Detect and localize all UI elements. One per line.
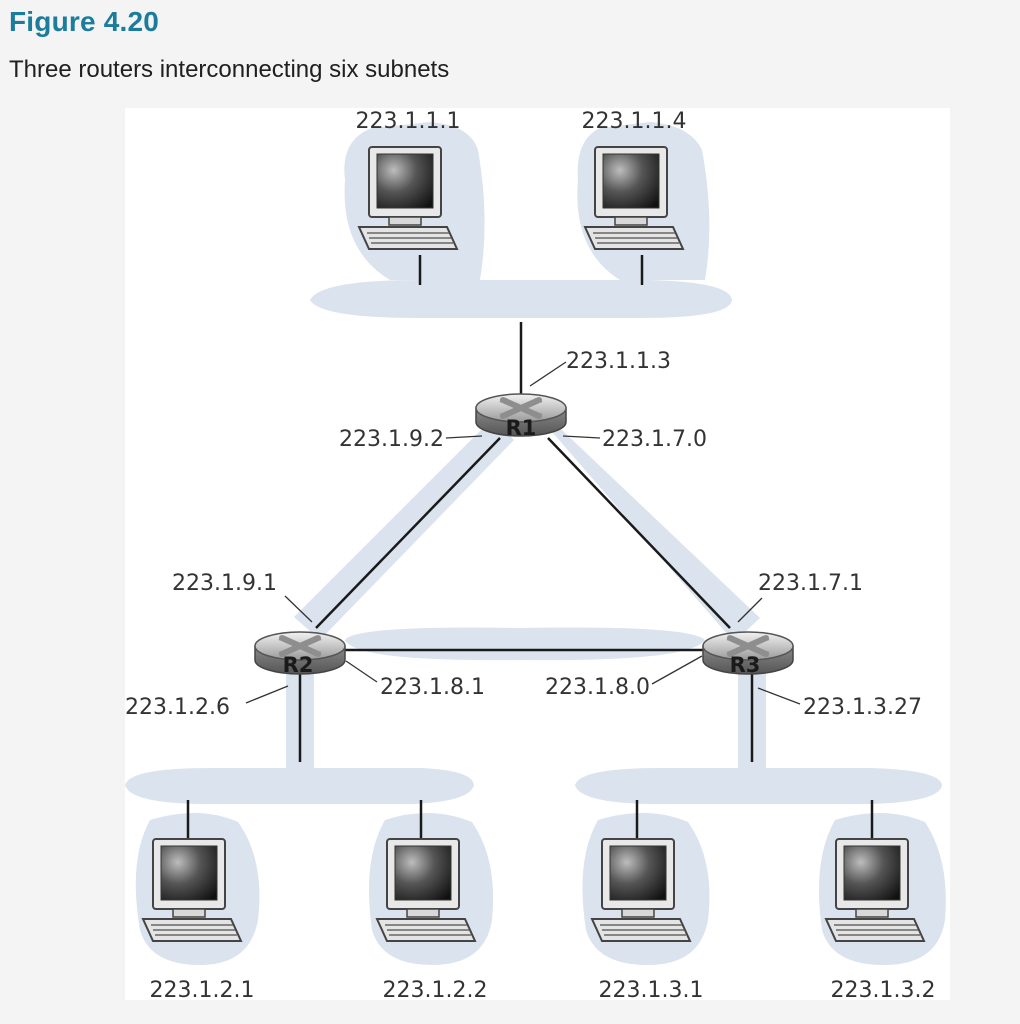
links (186, 255, 874, 838)
iface-r2-lower: 223.1.2.6 (125, 695, 230, 720)
iface-r3-upper: 223.1.7.1 (758, 571, 863, 596)
router-r1-label: R1 (506, 416, 537, 440)
router-r3-label: R3 (730, 653, 761, 677)
iface-r1-left: 223.1.9.2 (339, 427, 444, 452)
host-5-ip: 223.1.3.1 (599, 978, 704, 1003)
iface-r1-top: 223.1.1.3 (566, 349, 671, 374)
host-2-ip: 223.1.1.4 (582, 109, 687, 134)
host-6-ip: 223.1.3.2 (831, 978, 936, 1003)
host-1-ip: 223.1.1.1 (356, 109, 461, 134)
iface-r3-left: 223.1.8.0 (545, 675, 650, 700)
router-r2-label: R2 (283, 653, 314, 677)
label-leaders (245, 361, 801, 705)
host-3-ip: 223.1.2.1 (150, 978, 255, 1003)
host-4-ip: 223.1.2.2 (383, 978, 488, 1003)
iface-r2-right: 223.1.8.1 (380, 675, 485, 700)
iface-r2-upper: 223.1.9.1 (172, 571, 277, 596)
diagram-canvas (125, 108, 950, 1000)
iface-r3-lower: 223.1.3.27 (803, 695, 922, 720)
figure-title: Figure 4.20 (9, 6, 160, 37)
link-r1-r3 (547, 437, 731, 629)
figure-caption: Three routers interconnecting six subnet… (9, 56, 450, 83)
link-r1-r2 (315, 437, 501, 629)
iface-r1-right: 223.1.7.0 (602, 427, 707, 452)
